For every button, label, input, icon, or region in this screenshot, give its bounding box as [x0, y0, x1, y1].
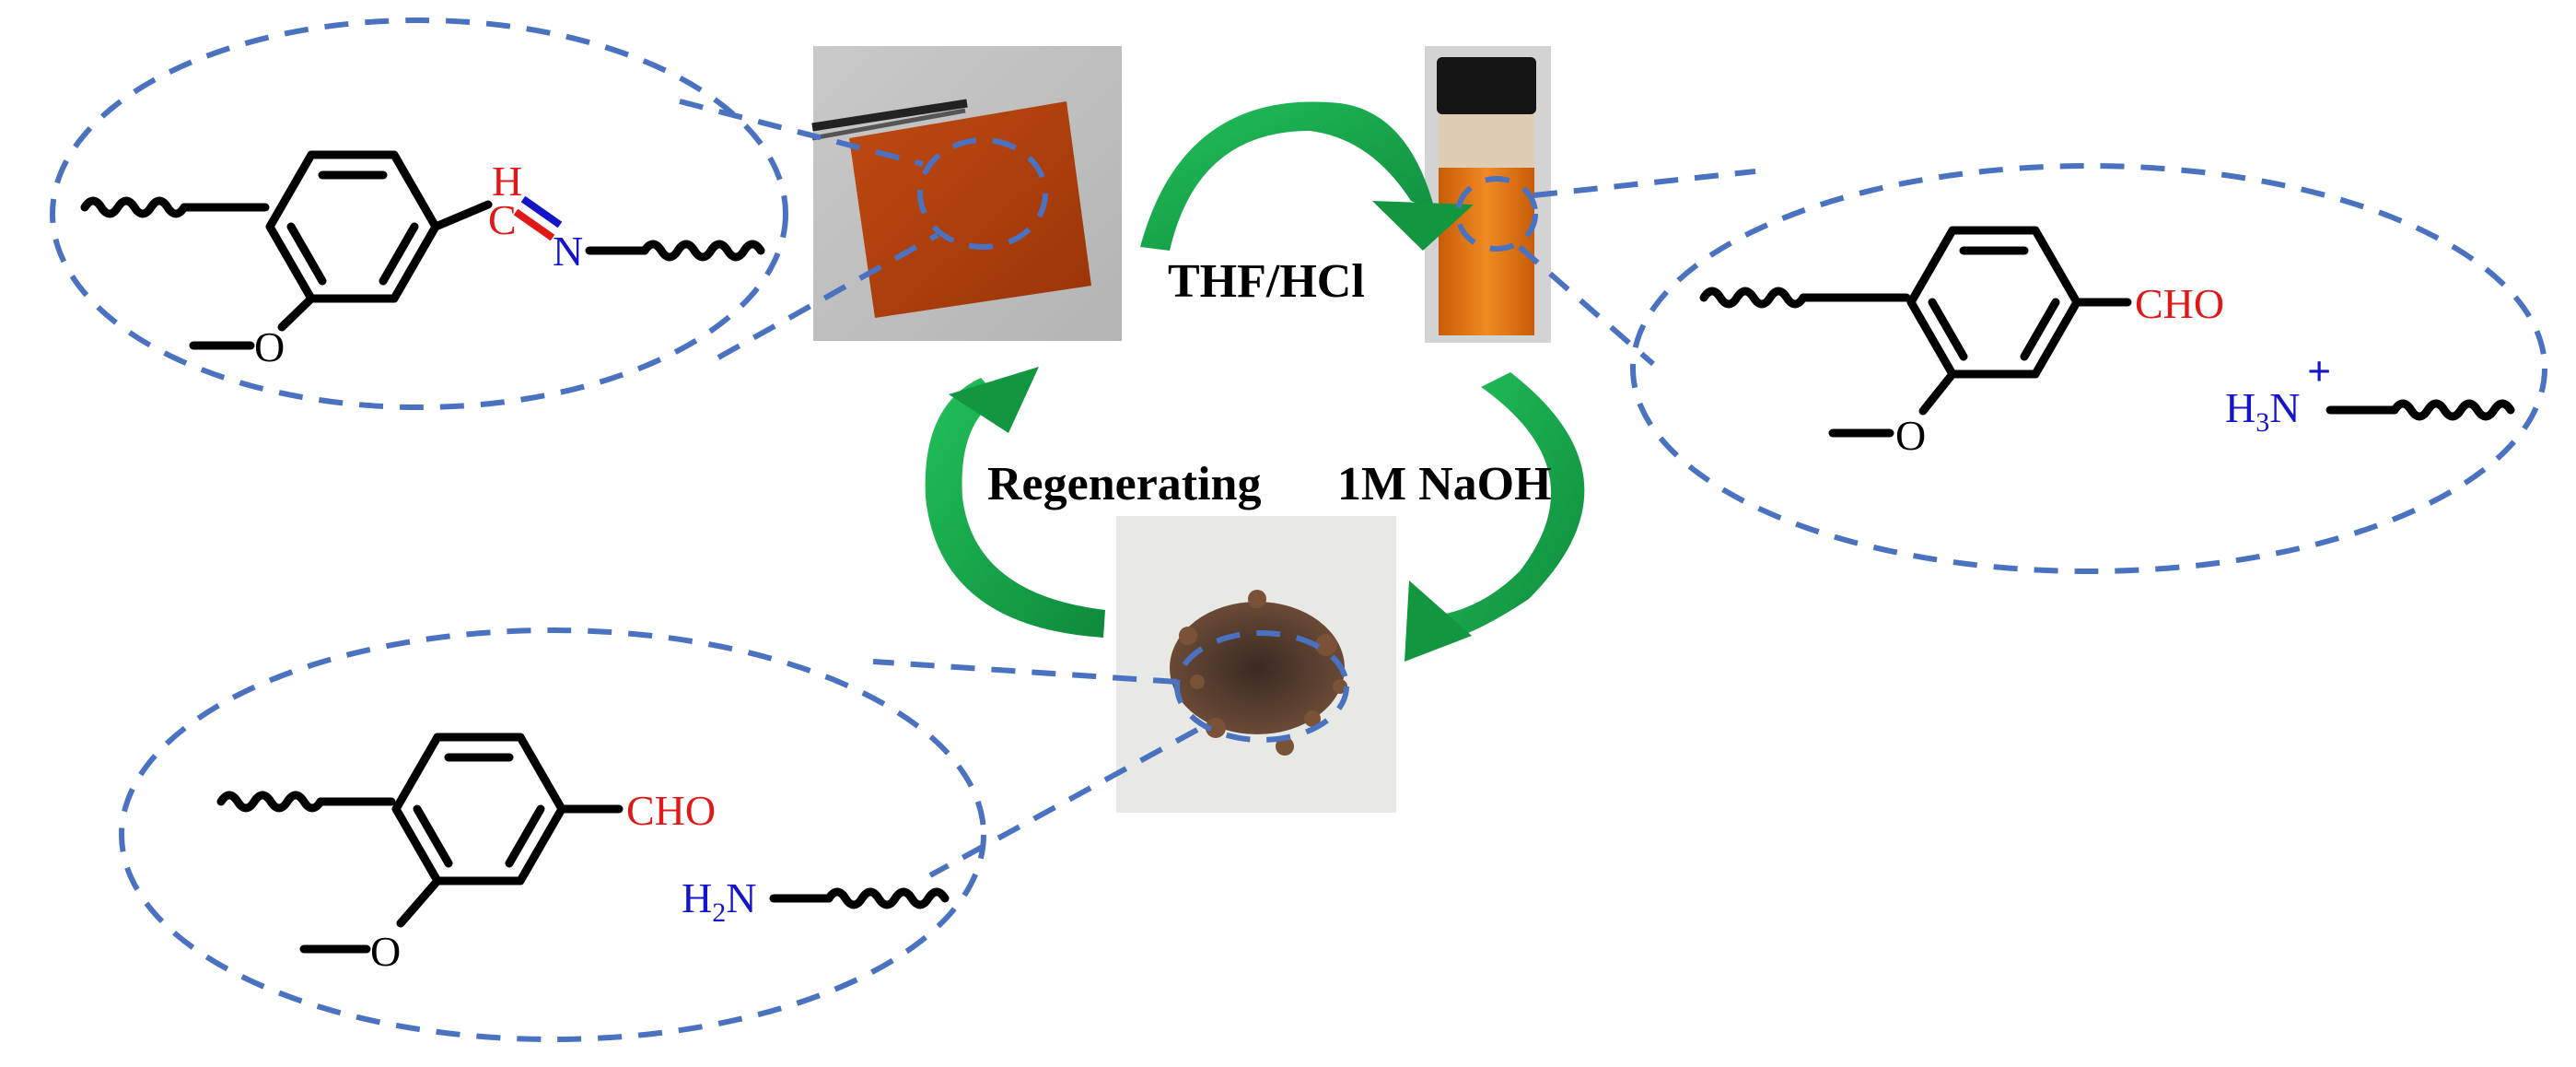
- methoxy-o-atom-2: O: [1895, 412, 1926, 459]
- arrow-vial-to-powder: [1405, 372, 1584, 662]
- methoxy-o-atom-3: O: [370, 928, 401, 975]
- imine-structure: H C N O: [85, 155, 761, 370]
- aldehyde-label-1: CHO: [2135, 280, 2224, 327]
- vial-solution: [1439, 168, 1534, 335]
- arrow-film-to-vial: [1140, 101, 1474, 251]
- polymer-film: [849, 101, 1091, 318]
- imine-n-atom: N: [553, 228, 583, 275]
- recovered-powder-photo: [1116, 516, 1396, 813]
- amine-label: H2N: [682, 874, 756, 928]
- label-regenerating: Regenerating: [987, 458, 1261, 510]
- label-thf-hcl: THF/HCl: [1168, 255, 1365, 308]
- polymer-film-photo: [812, 46, 1122, 341]
- vial-cap: [1437, 57, 1536, 114]
- label-naoh: 1M NaOH: [1337, 458, 1552, 510]
- aldehyde-ammonium-structure: CHO O H3N +: [1704, 230, 2511, 459]
- aldehyde-label-2: CHO: [626, 787, 716, 834]
- aldehyde-amine-structure: CHO O H2N: [221, 737, 945, 975]
- methoxy-o-atom-1: O: [254, 323, 285, 370]
- positive-charge: +: [2307, 347, 2331, 394]
- ammonium-label: H3N: [2225, 384, 2300, 438]
- imine-c-atom: C: [488, 196, 517, 243]
